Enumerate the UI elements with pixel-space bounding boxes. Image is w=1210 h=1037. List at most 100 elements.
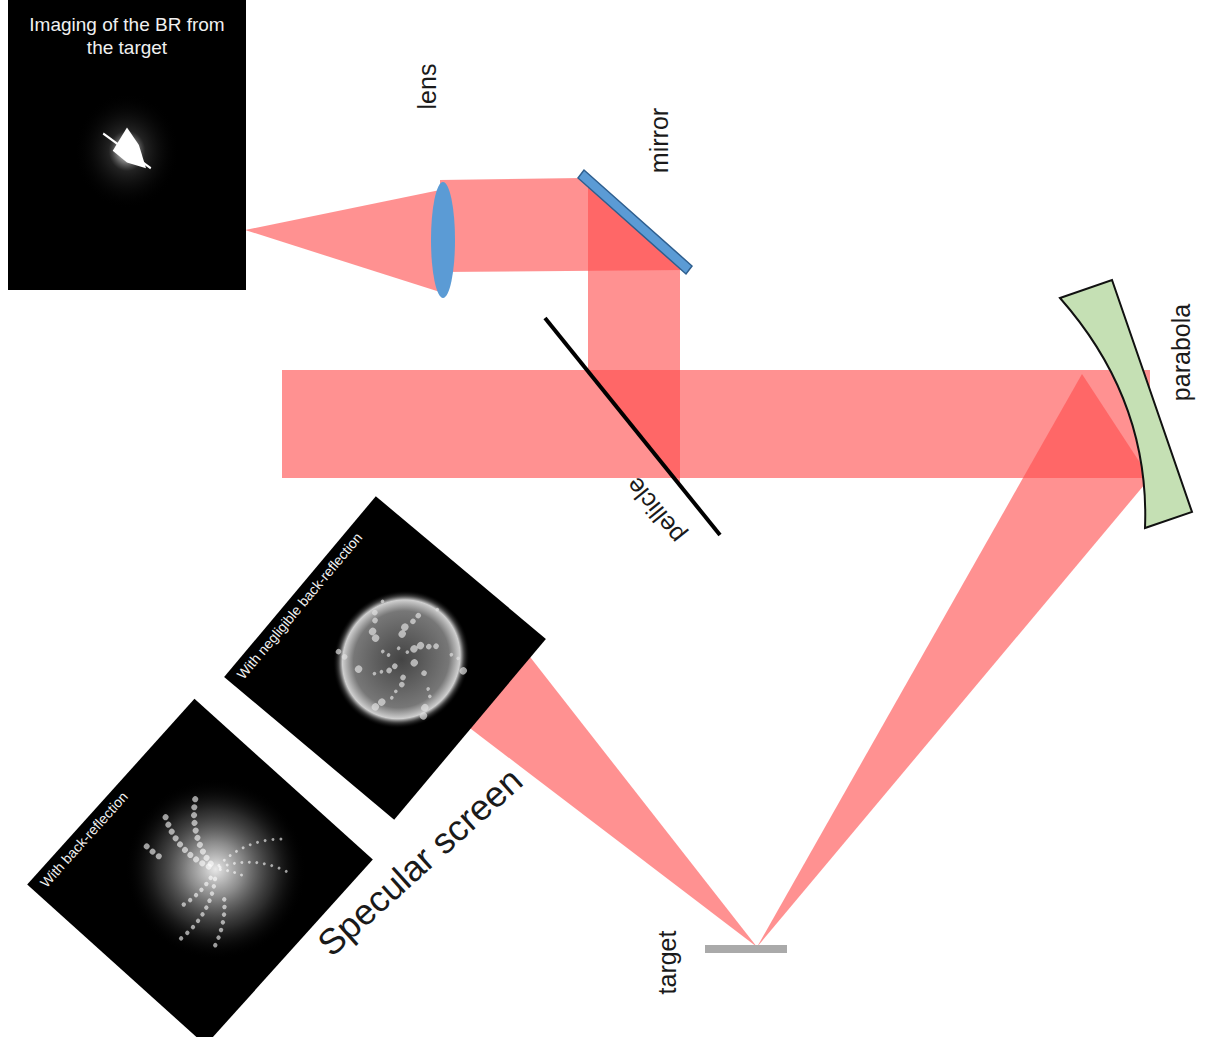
streak bbox=[103, 133, 151, 168]
speckle bbox=[414, 612, 422, 620]
speckle bbox=[176, 840, 184, 848]
speckle bbox=[190, 803, 198, 811]
speckle bbox=[241, 846, 245, 850]
speckle bbox=[232, 861, 236, 865]
speckle bbox=[255, 840, 259, 844]
speckle bbox=[181, 846, 189, 854]
speckle bbox=[426, 686, 431, 691]
speckle bbox=[427, 694, 432, 699]
speckle bbox=[199, 911, 205, 917]
speckle bbox=[449, 652, 454, 657]
speckle bbox=[432, 642, 440, 650]
speckle bbox=[198, 887, 204, 893]
speckle bbox=[203, 881, 209, 887]
speckle bbox=[168, 828, 176, 836]
speckle bbox=[335, 648, 343, 656]
speckle bbox=[192, 855, 200, 863]
speckle bbox=[420, 703, 430, 713]
speckle bbox=[209, 890, 215, 896]
focusing-beam bbox=[757, 374, 1150, 947]
speckle bbox=[181, 901, 187, 907]
back-reflection-beam bbox=[440, 178, 684, 272]
speckle bbox=[221, 904, 227, 910]
speckle bbox=[220, 919, 226, 925]
speckle bbox=[233, 870, 237, 874]
speckle bbox=[270, 864, 274, 868]
speckle bbox=[377, 697, 387, 707]
speckle bbox=[161, 813, 169, 821]
speckle bbox=[191, 795, 199, 803]
speckle bbox=[420, 669, 428, 677]
speckle bbox=[409, 617, 417, 625]
speckle bbox=[279, 837, 283, 841]
speckle bbox=[184, 930, 190, 936]
lens-symbol bbox=[431, 182, 455, 298]
speckle bbox=[425, 643, 433, 651]
speckle bbox=[202, 854, 210, 862]
component-label: lens bbox=[416, 63, 441, 109]
camera-image-panel: Imaging of the BR from the target bbox=[8, 0, 246, 290]
main-beam bbox=[282, 370, 1150, 478]
speckle bbox=[380, 599, 385, 604]
speckle bbox=[389, 695, 394, 700]
speckle bbox=[190, 819, 198, 827]
speckle bbox=[277, 866, 281, 870]
speckle bbox=[379, 669, 384, 674]
speckle bbox=[225, 863, 229, 867]
speckle bbox=[178, 935, 184, 941]
speckle bbox=[212, 942, 218, 948]
component-label: target bbox=[656, 930, 681, 994]
speckle bbox=[187, 897, 193, 903]
speckle bbox=[143, 842, 151, 850]
speckle bbox=[399, 674, 407, 682]
speckle bbox=[418, 711, 428, 721]
speckle bbox=[353, 664, 363, 674]
speckle bbox=[193, 834, 201, 842]
target-symbol bbox=[705, 945, 787, 953]
speckle bbox=[371, 609, 379, 617]
speckle bbox=[211, 883, 217, 889]
speckle bbox=[247, 860, 251, 864]
speckle bbox=[228, 853, 232, 857]
speckle bbox=[155, 852, 163, 860]
speckle bbox=[207, 860, 215, 868]
speckle bbox=[199, 847, 207, 855]
imaging-beam bbox=[245, 190, 440, 292]
speckle bbox=[458, 666, 468, 676]
panel-title: Imaging of the BR from the target bbox=[16, 14, 238, 60]
speckle bbox=[435, 607, 440, 612]
speckle bbox=[206, 898, 212, 904]
speckle bbox=[284, 869, 288, 873]
speckle bbox=[225, 869, 229, 873]
beam-spot bbox=[305, 562, 498, 756]
speckle bbox=[234, 849, 238, 853]
speckle bbox=[397, 629, 407, 639]
speckle bbox=[221, 911, 227, 917]
speckle bbox=[372, 671, 377, 676]
speckle bbox=[271, 837, 275, 841]
component-label: mirror bbox=[647, 107, 672, 172]
speckle bbox=[186, 851, 194, 859]
speckle bbox=[192, 826, 200, 834]
speckle bbox=[164, 820, 172, 828]
speckle bbox=[218, 927, 224, 933]
speckle bbox=[239, 873, 243, 877]
speckle bbox=[255, 861, 259, 865]
speckle bbox=[195, 918, 201, 924]
speckle bbox=[212, 876, 218, 882]
speckle bbox=[262, 862, 266, 866]
speckle bbox=[341, 653, 349, 661]
speckle bbox=[190, 924, 196, 930]
speckle bbox=[391, 662, 399, 670]
speckle bbox=[218, 867, 222, 871]
speckle bbox=[396, 646, 401, 651]
speckle bbox=[405, 650, 410, 655]
speckle bbox=[371, 617, 379, 625]
glow bbox=[75, 93, 180, 209]
speckle bbox=[203, 905, 209, 911]
speckle bbox=[248, 843, 252, 847]
speckle bbox=[171, 834, 179, 842]
speckle bbox=[215, 935, 221, 941]
speckle bbox=[221, 896, 227, 902]
speckle bbox=[385, 667, 393, 675]
